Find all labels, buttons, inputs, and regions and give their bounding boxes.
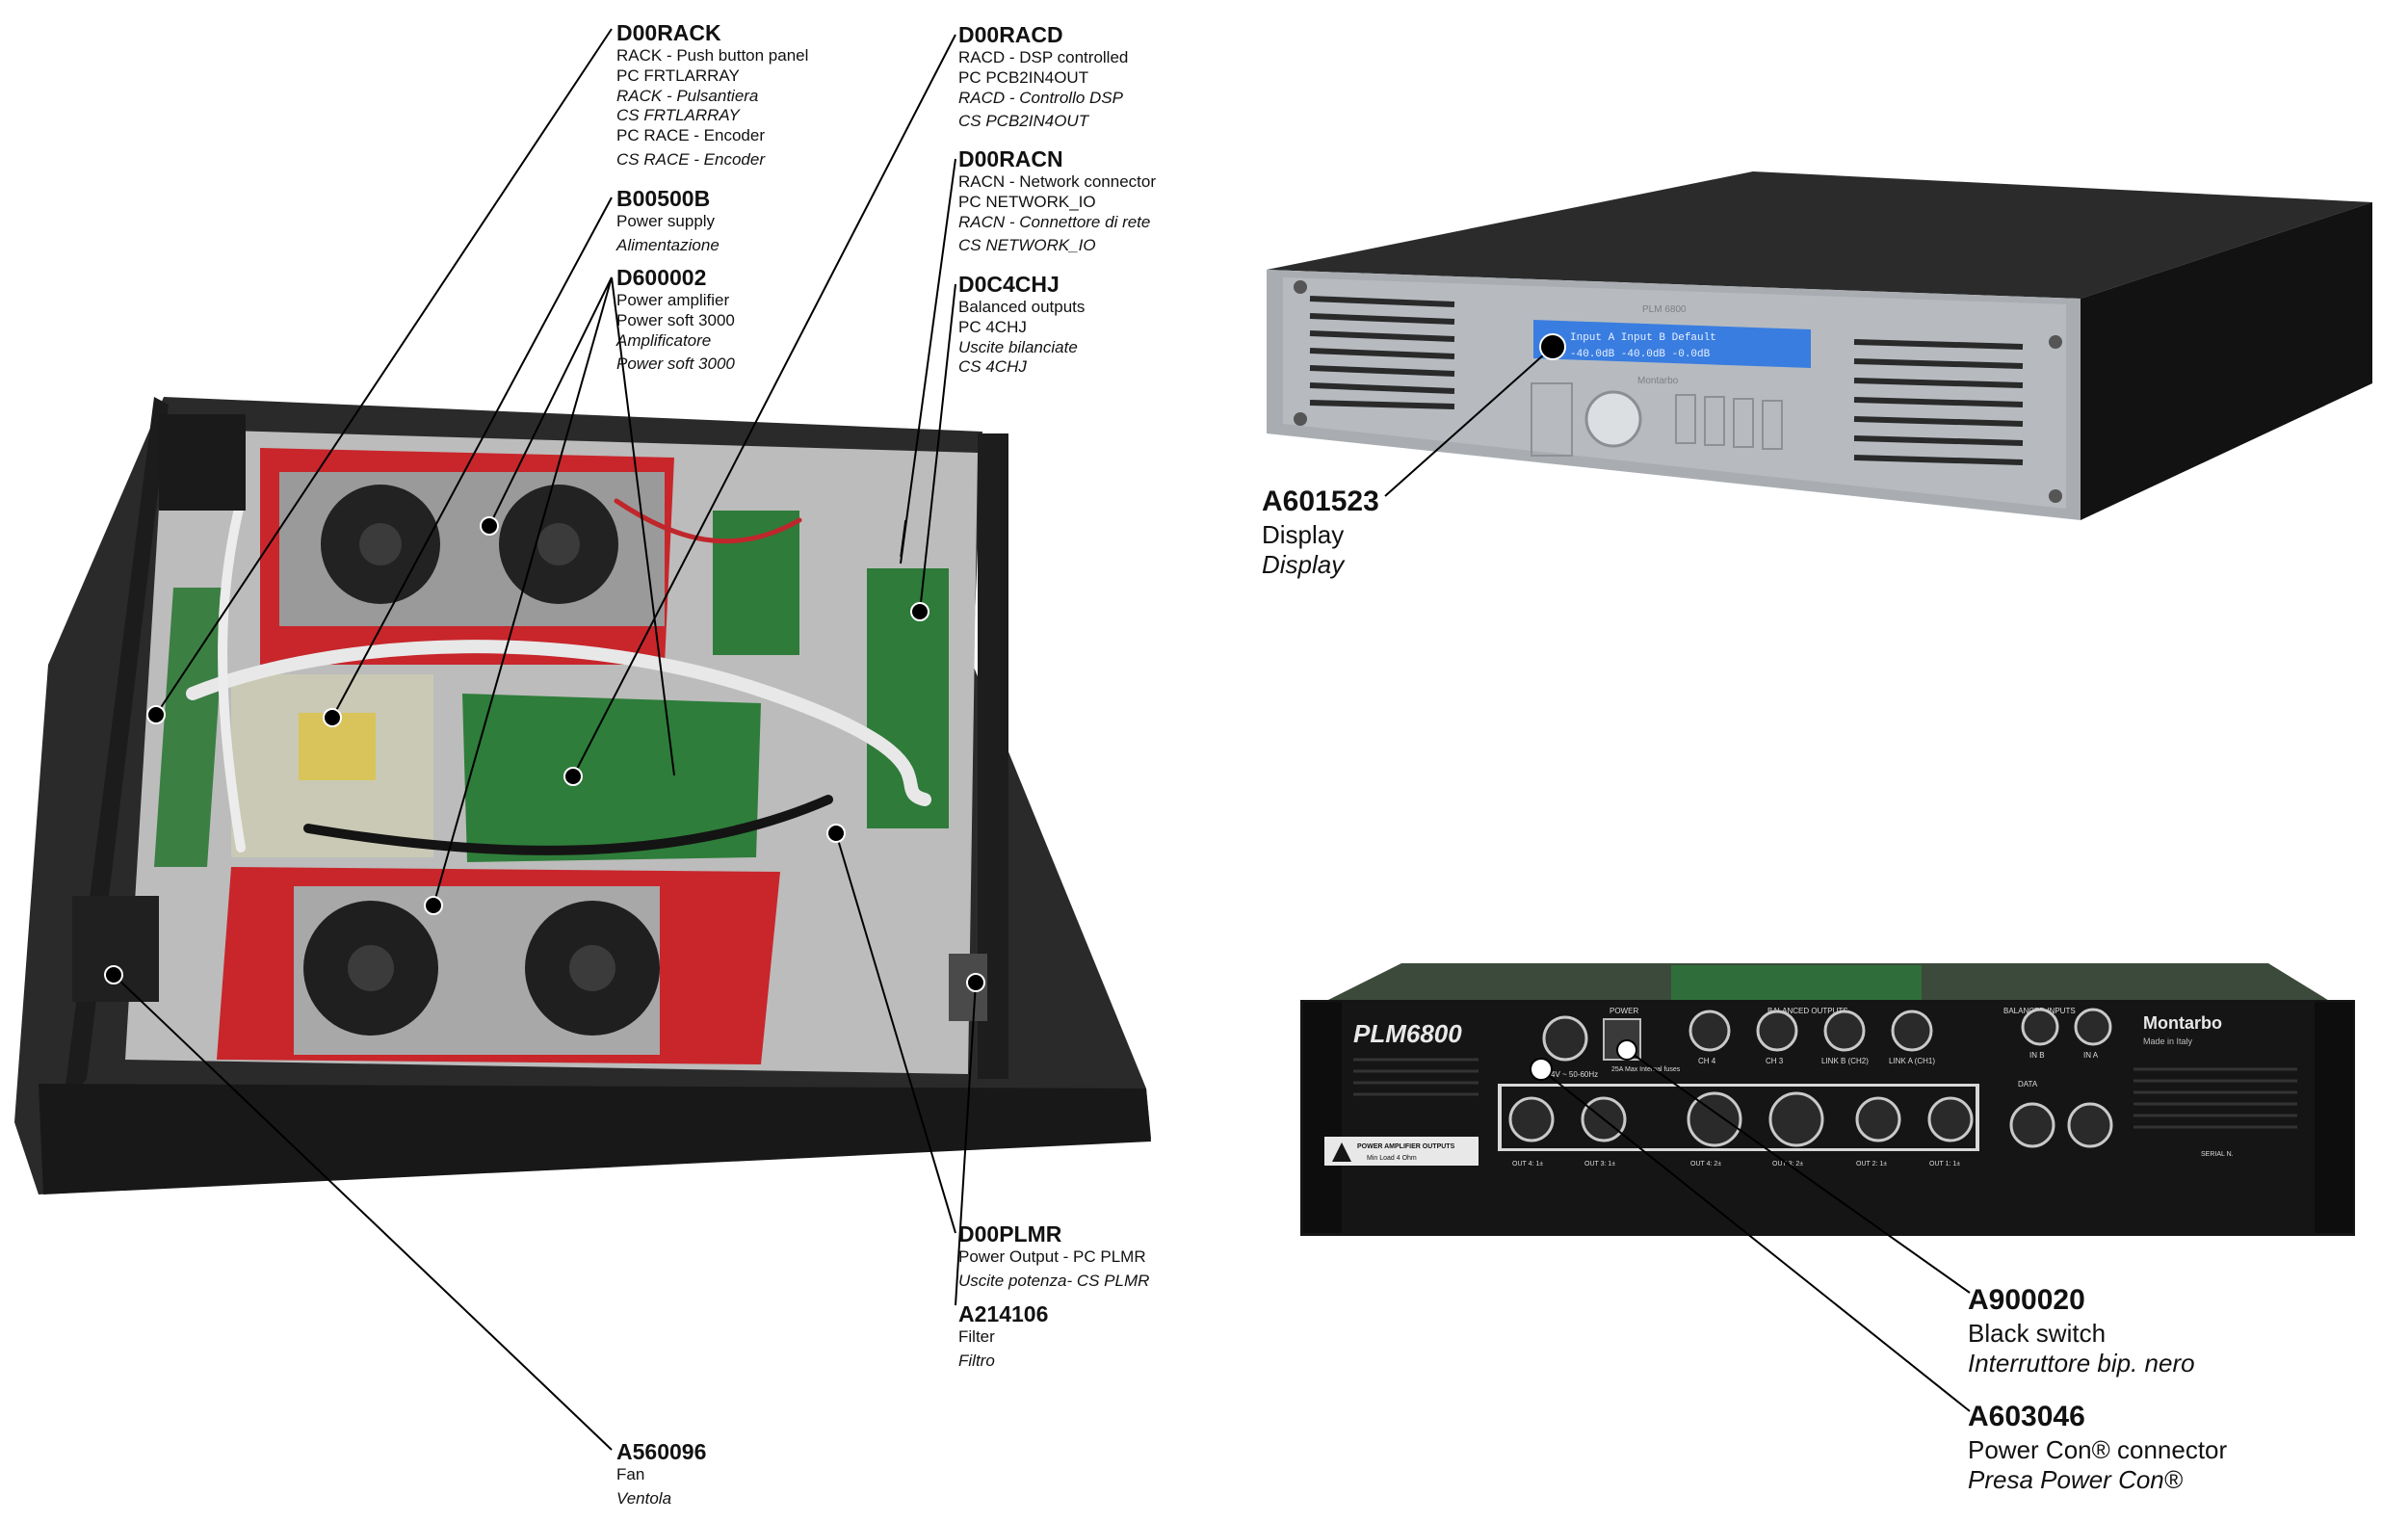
part-desc: Fan [616, 1465, 645, 1484]
encoder-knob [1584, 390, 1642, 448]
rear-panel-power-amp-outputs-label: POWER AMPLIFIER OUTPUTS [1357, 1143, 1455, 1150]
part-desc-it: CS 4CHJ [958, 357, 1027, 377]
part-desc: Power Con® connector [1968, 1434, 2228, 1464]
callout-a900020: A900020 Black switch Interruttore bip. n… [1968, 1283, 2195, 1379]
callout-a560096: A560096 Fan Ventola [616, 1438, 706, 1509]
part-desc-it: Display [1262, 550, 1345, 580]
front-panel-lcd-line2: -40.0dB -40.0dB -0.0dB [1570, 349, 1711, 360]
input-label-a: IN A [2083, 1051, 2099, 1060]
amplifier-interior-photo [14, 397, 1151, 1194]
part-code: D00RACN [958, 146, 1063, 171]
part-desc-it: Alimentazione [616, 235, 720, 254]
rear-panel-balanced-outputs-label: BALANCED OUTPUTS [1767, 1007, 1848, 1015]
speakon-label-6: OUT 1: 1± [1929, 1161, 1960, 1168]
xlr-label-1: CH 4 [1698, 1057, 1716, 1065]
part-desc-it: CS FRTLARRAY [616, 106, 740, 125]
part-code: D00RACK [616, 20, 721, 45]
rear-panel-made-in: Made in Italy [2143, 1037, 2193, 1046]
part-desc-it: Amplificatore [616, 330, 712, 350]
speakon-label-5: OUT 2: 1± [1856, 1161, 1887, 1168]
part-code: A601523 [1262, 485, 1379, 517]
callout-a214106: A214106 Filter Filtro [958, 1300, 1048, 1372]
part-code: D00RACD [958, 22, 1063, 47]
part-desc: Black switch [1968, 1318, 2107, 1348]
part-desc: Power amplifier [616, 291, 730, 310]
rear-panel-data-label: DATA [2018, 1080, 2038, 1089]
part-desc: Power Output - PC PLMR [958, 1247, 1146, 1267]
callout-d00racn: D00RACN RACN - Network connector PC NETW… [958, 145, 1156, 256]
speakon-label-3: OUT 4: 2± [1690, 1161, 1721, 1168]
part-desc: PC 4CHJ [958, 317, 1027, 336]
part-desc: Balanced outputs [958, 298, 1086, 317]
rear-powercon-connector [1542, 1015, 1588, 1062]
rear-panel-mains-label: 90/264V ~ 50-60Hz [1531, 1070, 1598, 1079]
part-desc-it: CS RACE - Encoder [616, 149, 765, 169]
rear-panel-serial-label: SERIAL N. [2201, 1151, 2234, 1158]
front-panel-brand: Montarbo [1637, 376, 1679, 386]
front-panel-model: PLM 6800 [1642, 304, 1687, 315]
rear-panel-model: PLM6800 [1353, 1019, 1462, 1048]
part-desc: Power supply [616, 212, 716, 231]
xlr-label-4: LINK A (CH1) [1889, 1057, 1935, 1065]
rear-panel-brand: Montarbo [2143, 1013, 2222, 1033]
callout-d600002: D600002 Power amplifier Power soft 3000 … [616, 264, 735, 375]
callout-d00racd: D00RACD RACD - DSP controlled PC PCB2IN4… [958, 21, 1128, 132]
part-desc-it: RACK - Pulsantiera [616, 86, 759, 105]
part-code: B00500B [616, 186, 711, 211]
part-desc: Filter [958, 1327, 995, 1347]
part-desc-it: Filtro [958, 1351, 995, 1370]
xlr-label-3: LINK B (CH2) [1821, 1057, 1869, 1065]
part-desc-it: CS PCB2IN4OUT [958, 112, 1089, 131]
part-desc: PC PCB2IN4OUT [958, 67, 1089, 87]
part-desc-it: Presa Power Con® [1968, 1465, 2183, 1495]
front-panel-lcd-line1: Input A Input B Default [1570, 332, 1716, 344]
xlr-label-2: CH 3 [1766, 1057, 1784, 1065]
callout-d00rack: D00RACK RACK - Push button panel PC FRTL… [616, 19, 808, 170]
part-desc-it: Uscite potenza- CS PLMR [958, 1271, 1150, 1290]
rear-panel-power-label: POWER [1610, 1007, 1638, 1015]
speakon-label-4: OUT 3: 2± [1772, 1161, 1803, 1168]
part-code: D600002 [616, 265, 707, 290]
part-code: A900020 [1968, 1284, 2085, 1316]
part-desc-it: Interruttore bip. nero [1968, 1349, 2195, 1378]
input-label-b: IN B [2029, 1051, 2045, 1060]
part-desc-it: Uscite bilanciate [958, 337, 1078, 356]
part-code: A560096 [616, 1439, 707, 1464]
part-desc: RACD - DSP controlled [958, 48, 1129, 67]
callout-d0c4chj: D0C4CHJ Balanced outputs PC 4CHJ Uscite … [958, 271, 1085, 378]
callout-d00plmr: D00PLMR Power Output - PC PLMR Uscite po… [958, 1220, 1149, 1292]
rear-power-switch [1603, 1018, 1641, 1061]
part-desc: PC RACE - Encoder [616, 125, 765, 144]
speakon-label-2: OUT 3: 1± [1584, 1161, 1615, 1168]
part-code: D00PLMR [958, 1221, 1062, 1246]
callout-b00500b: B00500B Power supply Alimentazione [616, 185, 720, 256]
part-desc-it: Ventola [616, 1488, 672, 1508]
part-desc: RACN - Network connector [958, 172, 1157, 192]
callout-a601523: A601523 Display Display [1262, 485, 1379, 581]
part-desc-it: Power soft 3000 [616, 354, 735, 374]
rear-panel-fuse-label: 25A Max Internal fuses [1611, 1066, 1681, 1073]
amplifier-rear-photo: PLM6800 Montarbo Made in Italy POWER BAL… [1300, 963, 2355, 1236]
part-desc: RACK - Push button panel [616, 46, 809, 66]
part-desc: Power soft 3000 [616, 310, 735, 329]
part-desc-it: CS NETWORK_IO [958, 236, 1096, 255]
part-desc-it: RACD - Controllo DSP [958, 88, 1123, 107]
rear-panel-min-load-label: Min Load 4 Ohm [1367, 1155, 1417, 1162]
speakon-label-1: OUT 4: 1± [1512, 1161, 1543, 1168]
part-code: A603046 [1968, 1401, 2085, 1432]
part-code: A214106 [958, 1301, 1049, 1326]
part-desc: PC FRTLARRAY [616, 66, 740, 85]
part-desc: PC NETWORK_IO [958, 192, 1096, 211]
part-desc-it: RACN - Connettore di rete [958, 212, 1151, 231]
callout-a603046: A603046 Power Con® connector Presa Power… [1968, 1400, 2227, 1496]
part-desc: Display [1262, 519, 1345, 549]
part-code: D0C4CHJ [958, 272, 1060, 297]
amplifier-front-photo: Input A Input B Default -40.0dB -40.0dB … [1267, 171, 2372, 520]
